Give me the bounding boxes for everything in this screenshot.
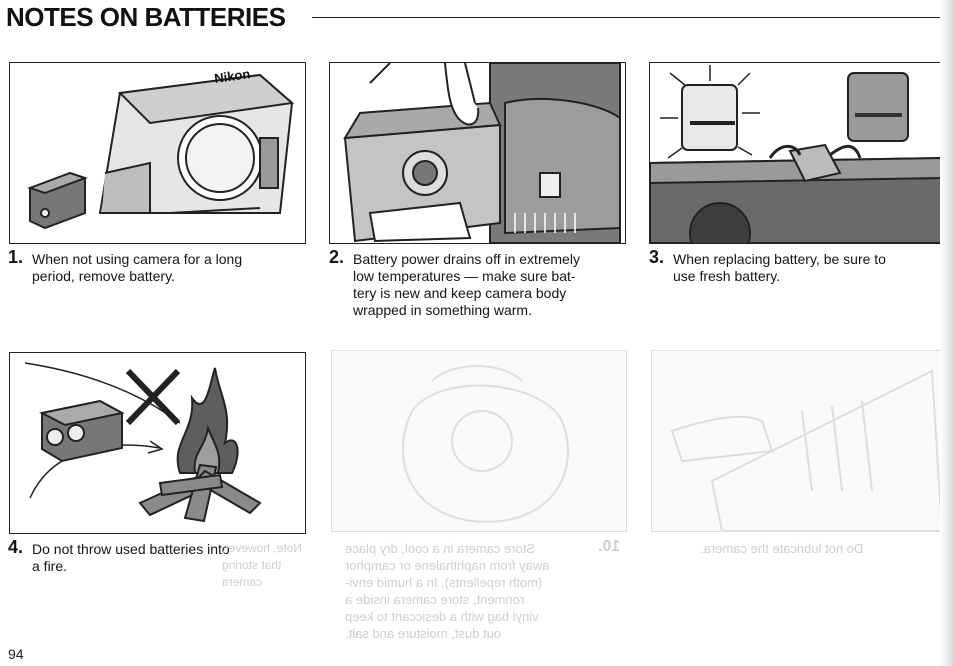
camera-in-bag-cold-icon [343,63,621,243]
illustration-panel-1: Nikon [9,62,306,244]
page-edge-shadow [940,0,954,666]
note-number: 4. [8,537,24,557]
camera-in-vinyl-bag-icon [401,365,569,523]
bleed-through-text-3: Note, however, that storing camera case … [222,541,303,589]
bleed-through-number: 10. [598,538,621,555]
page-number: 94 [8,646,24,662]
note-text: Do not throw used batteries into a fire. [32,541,230,574]
battery-fire-prohibited-icon [24,362,262,523]
illustration-panel-2 [329,62,626,244]
note-2: 2. Battery power drains off in extremely… [329,247,629,319]
note-1: 1. When not using camera for a long peri… [8,247,308,285]
note-text: Battery power drains off in extremely lo… [353,251,580,318]
camera-with-battery-removed-icon: Nikon [27,66,295,230]
bleed-through-text-2: Do not lubricate the camera. [700,541,864,556]
bleed-through-panel-3 [651,350,946,532]
illustration-panel-4 [9,352,306,534]
note-number: 3. [649,247,665,267]
bleed-through-panel-2 [331,350,627,532]
lubrication-prohibited-icon [670,369,944,531]
note-number: 1. [8,247,24,267]
camera-brand-label: Nikon [213,66,251,86]
fresh-battery-replacement-icon [650,65,944,243]
title-rule [312,17,942,18]
note-3: 3. When replacing battery, be sure to us… [649,247,944,285]
bleed-through-text-1: Store camera in a cool, dry place away f… [345,541,550,641]
note-text: When not using camera for a long period,… [32,251,243,284]
note-number: 2. [329,247,345,267]
note-4: 4. Do not throw used batteries into a fi… [8,537,308,575]
page-title: NOTES ON BATTERIES [6,2,286,32]
illustration-panel-3 [649,62,945,244]
note-text: When replacing battery, be sure to use f… [673,251,886,284]
